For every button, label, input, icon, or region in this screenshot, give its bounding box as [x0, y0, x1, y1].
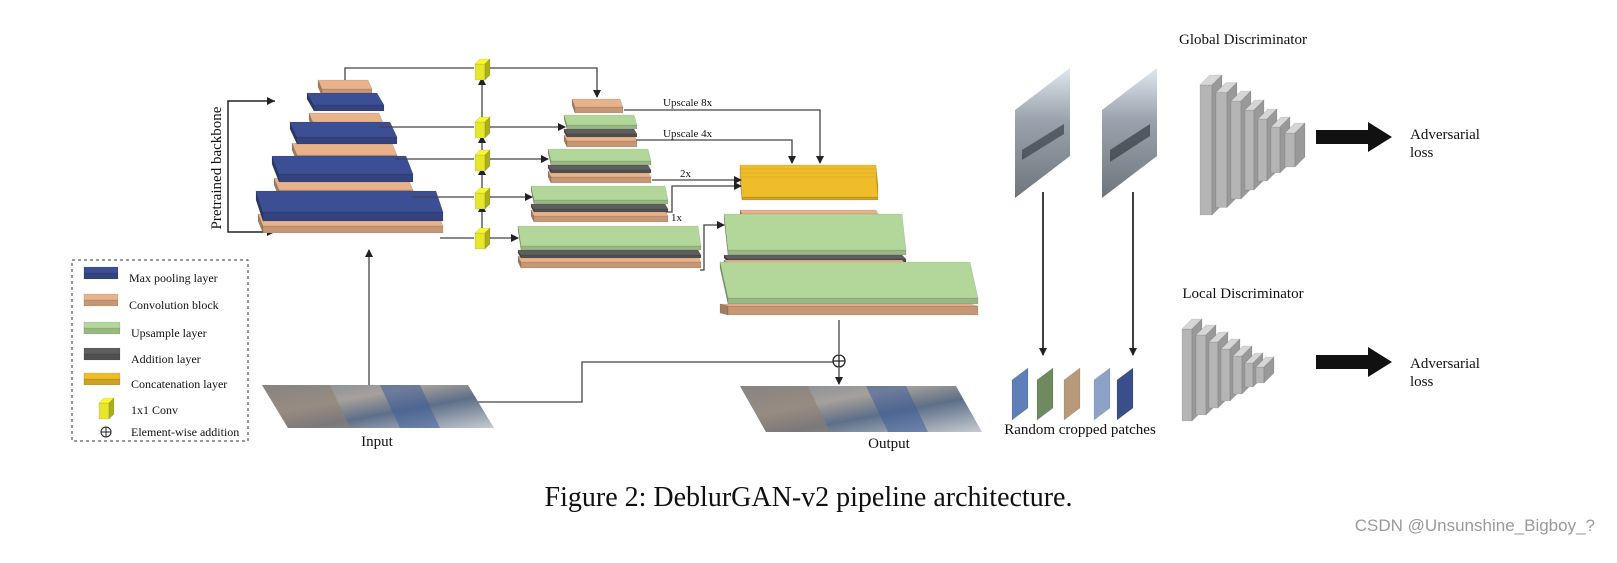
input-image — [262, 385, 494, 428]
patches-label: Random cropped patches — [1004, 422, 1156, 438]
scale-2x-label: 2x — [680, 168, 692, 180]
output-label: Output — [868, 436, 911, 452]
encoder-maxpool-3 — [271, 155, 414, 183]
decoder-upsample-3 — [517, 225, 702, 251]
decoder-addition-2 — [530, 202, 669, 214]
output-pyramid — [719, 164, 979, 316]
legend-label-concatenation: Concatenation layer — [131, 377, 227, 391]
legend-label-addition: Addition layer — [131, 352, 201, 366]
local-discriminator — [1181, 318, 1275, 422]
encoder-maxpool-1 — [306, 91, 385, 113]
global-discriminator-title: Global Discriminator — [1179, 32, 1307, 48]
legend-label-max-pooling: Max pooling layer — [129, 271, 218, 285]
local-loss-arrow — [1316, 347, 1392, 377]
max-pooling-layer-icon — [83, 266, 119, 280]
output-upsample-0 — [723, 213, 907, 256]
conv1x1-icon — [98, 397, 115, 420]
decoder-pyramid — [517, 98, 702, 269]
connections — [344, 67, 843, 403]
conv1x1-cube-1 — [474, 116, 491, 139]
cropped-patch-4 — [1116, 367, 1134, 421]
frame-to-patch-arrows — [1039, 192, 1137, 356]
scale-1x-label: 1x — [671, 212, 683, 224]
upscale-8x-label: Upscale 8x — [663, 97, 713, 109]
conv1x1-cube-2 — [474, 149, 491, 172]
addition-layer-icon — [83, 347, 121, 361]
encoder-maxpool-2 — [289, 121, 398, 145]
global-discriminator-layer-6 — [1284, 122, 1306, 168]
frame-image-right — [1102, 68, 1157, 198]
concatenation-layer-icon — [83, 372, 121, 386]
global-loss-arrow — [1316, 122, 1392, 152]
cropped-patch-2 — [1063, 367, 1081, 421]
element-wise-addition-icon — [100, 426, 112, 438]
upscale-4x-label: Upscale 4x — [663, 128, 713, 140]
concatenation-layer-3 — [739, 176, 879, 201]
decoder-upsample-1 — [547, 148, 652, 166]
conv1x1-cube-4 — [474, 227, 491, 250]
pipeline-diagram: Pretrained backbone Upscale 8x Upscale 4… — [71, 32, 1480, 452]
conv1x1-column — [474, 58, 491, 250]
legend-label-upsample: Upsample layer — [131, 326, 207, 340]
decoder-upsample-2 — [530, 185, 669, 205]
global-loss-label-line1: Adversarial — [1410, 127, 1480, 143]
backbone-label: Pretrained backbone — [209, 106, 225, 229]
upsample-layer-icon — [83, 321, 121, 335]
element-wise-addition-node — [832, 354, 846, 368]
decoder-upsample-0 — [563, 114, 638, 130]
output-image — [740, 386, 982, 432]
convolution-block-icon — [83, 293, 119, 307]
cropped-patch-3 — [1093, 367, 1111, 421]
cropped-patch-1 — [1036, 367, 1054, 421]
watermark: CSDN @Unsunshine_Bigboy_? — [1354, 516, 1595, 535]
output-conv-2 — [719, 303, 979, 316]
legend-label-convolution: Convolution block — [129, 298, 219, 312]
decoder-addition-1 — [547, 163, 652, 175]
decoder-addition-0 — [563, 127, 638, 139]
legend-label-conv1x1: 1x1 Conv — [131, 403, 178, 417]
output-upsample-1 — [719, 261, 979, 305]
conv1x1-cube-0 — [474, 58, 491, 81]
input-label: Input — [361, 434, 393, 450]
legend: Max pooling layer Convolution block Upsa… — [71, 259, 249, 442]
local-discriminator-title: Local Discriminator — [1182, 286, 1303, 302]
decoder-conv-top — [571, 98, 624, 114]
frame-image-left — [1015, 68, 1070, 198]
conv1x1-cube-3 — [474, 187, 491, 210]
global-loss-label-line2: loss — [1410, 145, 1434, 161]
global-discriminator — [1199, 74, 1306, 216]
encoder-pyramid — [255, 79, 444, 234]
local-discriminator-layer-6 — [1255, 356, 1275, 384]
figure-caption: Figure 2: DeblurGAN-v2 pipeline architec… — [544, 482, 1073, 513]
local-loss-label-line2: loss — [1410, 374, 1434, 390]
encoder-maxpool-4 — [255, 190, 444, 222]
local-loss-label-line1: Adversarial — [1410, 356, 1480, 372]
legend-label-element-wise: Element-wise addition — [131, 425, 239, 439]
random-cropped-patches — [1011, 367, 1134, 421]
cropped-patch-0 — [1011, 367, 1029, 421]
decoder-addition-3 — [517, 248, 702, 260]
